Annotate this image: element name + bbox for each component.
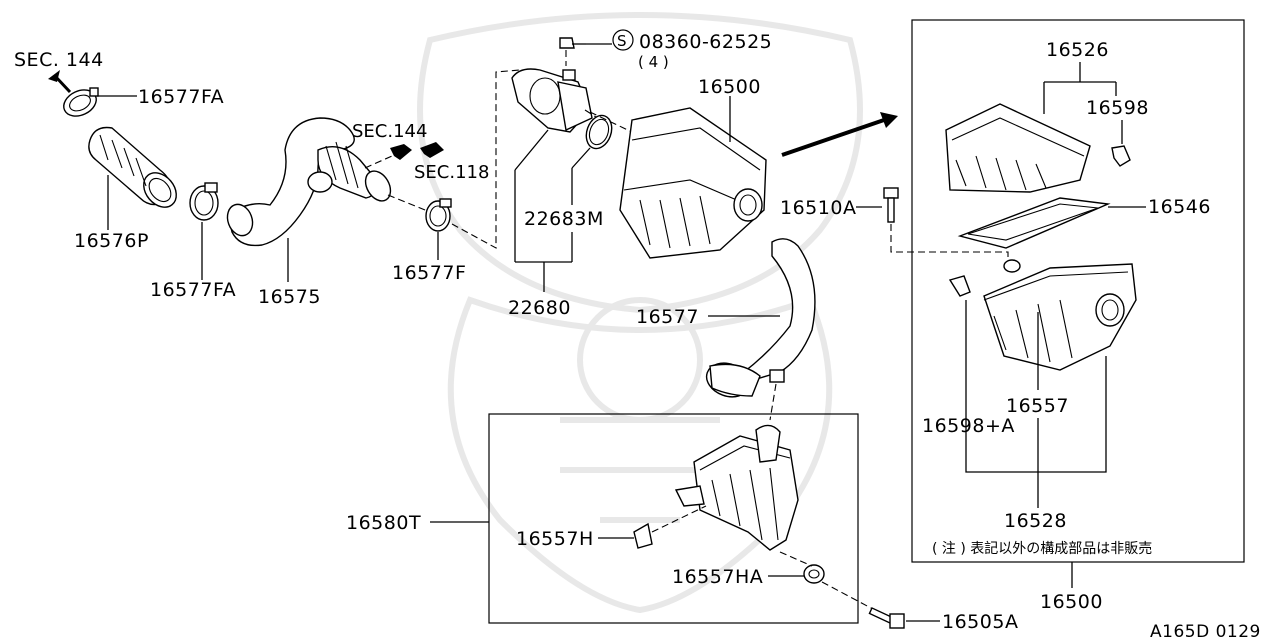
s-circle-icon (612, 29, 634, 51)
clamp-16577FA-top (63, 87, 99, 117)
sec144-left-arrow (48, 70, 72, 94)
label-sec144-mid: SEC.144 (352, 121, 427, 142)
filter-element-16546 (957, 197, 1111, 249)
upper-cover-16526 (945, 103, 1091, 193)
air-cleaner-16500 (619, 107, 767, 259)
o-ring-22683M (585, 114, 613, 150)
bolt-08360 (559, 37, 586, 66)
label-16575: 16575 (258, 286, 321, 308)
label-16598A: 16598+A (922, 415, 1015, 437)
bolt-16510A (883, 187, 899, 223)
label-16577FA-top: 16577FA (138, 86, 224, 108)
label-22683M: 22683M (524, 208, 604, 230)
label-22680: 22680 (508, 297, 571, 319)
clip-16557H (633, 522, 653, 549)
clip-16598 (1111, 145, 1131, 167)
label-16500-bottom: 16500 (1040, 591, 1103, 613)
label-16577FA-bottom: 16577FA (150, 279, 236, 301)
watermark-emblem (417, 12, 863, 614)
grommet-16598A (948, 259, 1021, 297)
label-16577F: 16577F (392, 262, 466, 284)
diagram-code: A165D 0129 (1150, 622, 1261, 639)
sec118-arrow (420, 142, 444, 158)
label-16500-top: 16500 (698, 76, 761, 98)
bolt-16505A (868, 607, 905, 629)
label-bolt-qty: ( 4 ) (638, 53, 669, 71)
sec144-mid-arrow (364, 144, 412, 169)
lower-case-16557 (983, 263, 1137, 371)
detail-box-16500 (911, 19, 1245, 563)
label-16577: 16577 (636, 306, 699, 328)
label-sec144-left: SEC. 144 (14, 49, 104, 71)
label-16528: 16528 (1004, 510, 1067, 532)
label-16546: 16546 (1148, 196, 1211, 218)
label-16576P: 16576P (74, 230, 149, 252)
resonator-16580T (674, 424, 799, 551)
label-16557H: 16557H (516, 528, 594, 550)
duct-16576P (88, 126, 177, 208)
label-bolt-code: 08360-62525 (639, 31, 772, 53)
detail-box-16580T (488, 413, 859, 624)
label-16526: 16526 (1046, 39, 1109, 61)
label-16505A: 16505A (942, 611, 1018, 633)
bolt-s-mark: S (617, 32, 627, 50)
clamp-16577F (425, 198, 452, 232)
duct-16575 (226, 117, 392, 247)
label-sec118: SEC.118 (414, 162, 489, 183)
duct-16577 (705, 238, 816, 398)
label-16510A: 16510A (780, 197, 856, 219)
grommet-16557HA (803, 564, 825, 584)
label-16557: 16557 (1006, 395, 1069, 417)
label-16580T: 16580T (346, 512, 421, 534)
clamp-16577FA-bottom (189, 182, 219, 221)
maf-sensor-22680 (511, 68, 593, 133)
note-non-sale: ( 注 ) 表記以外の構成部品は非販売 (932, 540, 1152, 557)
arrow-to-detail (781, 112, 898, 157)
label-16598: 16598 (1086, 97, 1149, 119)
label-16557HA: 16557HA (672, 566, 763, 588)
